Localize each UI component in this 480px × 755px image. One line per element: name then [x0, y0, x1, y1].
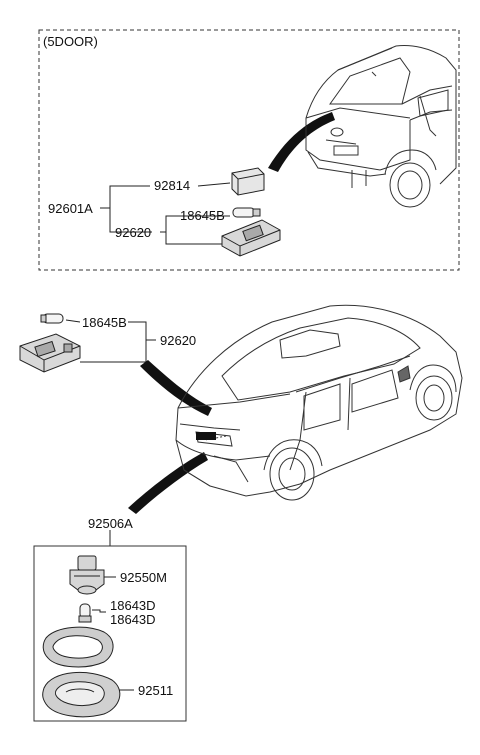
- part-number-18643d-2: 18643D: [110, 612, 156, 627]
- socket-92550m: [69, 555, 105, 595]
- part-number-18645b-five-door: 18645B: [180, 208, 225, 223]
- lens-cover-92814: [231, 167, 265, 196]
- sedan-drawing: [175, 304, 463, 501]
- part-number-92601a: 92601A: [48, 201, 93, 216]
- bulb-18645b-five-door: [232, 207, 261, 218]
- lamp-housing-92620-sedan: [19, 333, 81, 373]
- part-number-92814: 92814: [154, 178, 191, 193]
- part-number-92620-sedan: 92620: [160, 333, 197, 348]
- suv-rear-drawing: [305, 45, 457, 208]
- lamp-assembly-frame: [33, 545, 187, 722]
- part-number-92620-five-door: 92620: [115, 225, 152, 240]
- five-door-pointer: [268, 112, 335, 172]
- five-door-title: (5DOOR): [43, 34, 98, 49]
- sedan-leaders: [65, 319, 156, 363]
- sedan-lamp-highlight: [196, 432, 216, 440]
- gasket-ring: [42, 626, 114, 668]
- part-number-92511: 92511: [138, 683, 174, 698]
- lens-92511: [42, 671, 121, 718]
- bulb-18643d: [78, 603, 92, 623]
- bulb-18645b-sedan: [40, 313, 64, 324]
- lamp-housing-92620-five-door: [221, 219, 281, 257]
- five-door-frame: [38, 29, 460, 271]
- part-number-18643d-1: 18643D: [110, 598, 156, 613]
- part-number-18645b-sedan: 18645B: [82, 315, 127, 330]
- part-number-92550m: 92550M: [120, 570, 167, 585]
- part-number-92506a: 92506A: [88, 516, 133, 531]
- five-door-leaders: [100, 182, 231, 245]
- sedan-pointer-lower: [128, 452, 208, 514]
- sedan-pointer-upper: [140, 360, 212, 416]
